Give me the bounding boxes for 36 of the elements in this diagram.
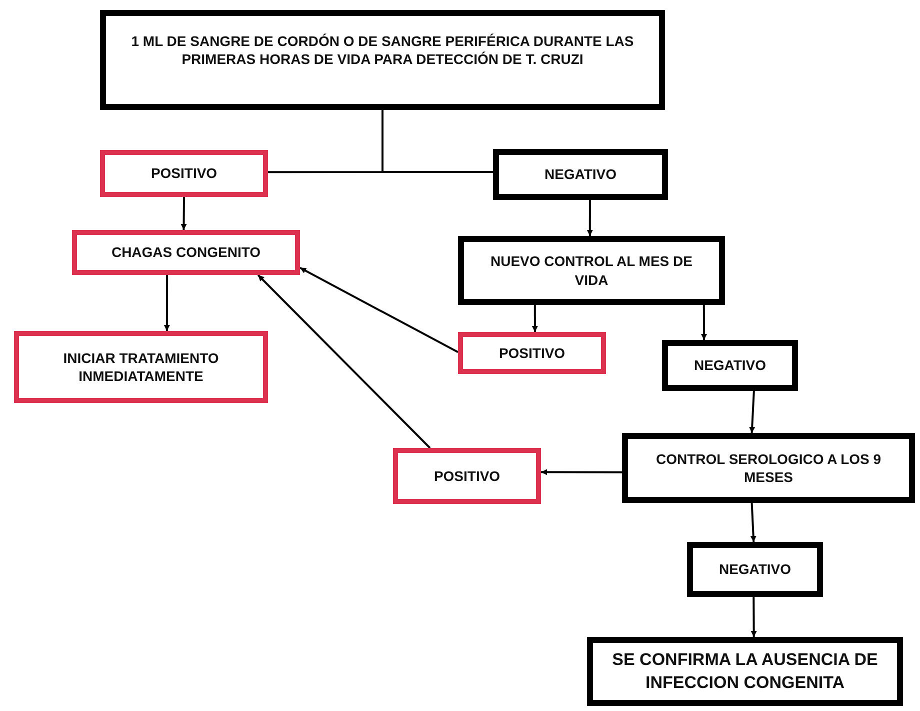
arrow [300,266,458,354]
result-box [100,150,268,197]
arrow [701,305,707,340]
box-text: 1 ML DE SANGRE DE CORDÓN O DE SANGRE PERIFÉRICA DURANTE LAS PRIMERAS HORAS DE VIDA PARA DETECCIÓN DE T. CRUZI [130,32,635,68]
box-text: CONTROL SEROLOGICO A LOS 9 MESES [654,450,882,486]
box-text: SE CONFIRMA LA AUSENCIA DE INFECCION CONGENITA [611,649,879,694]
box-text: POSITIVO [150,164,218,183]
connector-line [382,110,493,173]
process-box [458,236,725,305]
arrow [257,274,431,449]
result-box [458,332,606,374]
box-text: NEGATIVO [694,356,766,375]
arrow [586,200,593,236]
arrow [532,305,538,332]
process-box [493,149,668,200]
process-box [687,542,823,597]
box-text: NUEVO CONTROL AL MES DE VIDA [490,252,694,289]
arrow [749,390,756,434]
result-box [393,448,541,504]
box-text: NEGATIVO [544,165,617,184]
box-text: INICIAR TRATAMIENTO INMEDIATAMENTE [62,348,220,386]
arrow [750,597,757,637]
box-text: POSITIVO [498,344,566,362]
process-box [662,340,798,391]
box-text: POSITIVO [434,466,500,486]
arrow [180,197,187,230]
arrow [750,502,756,542]
result-box [14,331,268,403]
box-text: CHAGAS CONGENITO [111,243,261,262]
process-box [622,433,915,503]
process-box [100,10,665,110]
process-box [587,637,903,706]
result-box [72,230,300,275]
arrow [541,469,622,476]
box-text: NEGATIVO [718,560,792,579]
arrow [164,275,170,331]
